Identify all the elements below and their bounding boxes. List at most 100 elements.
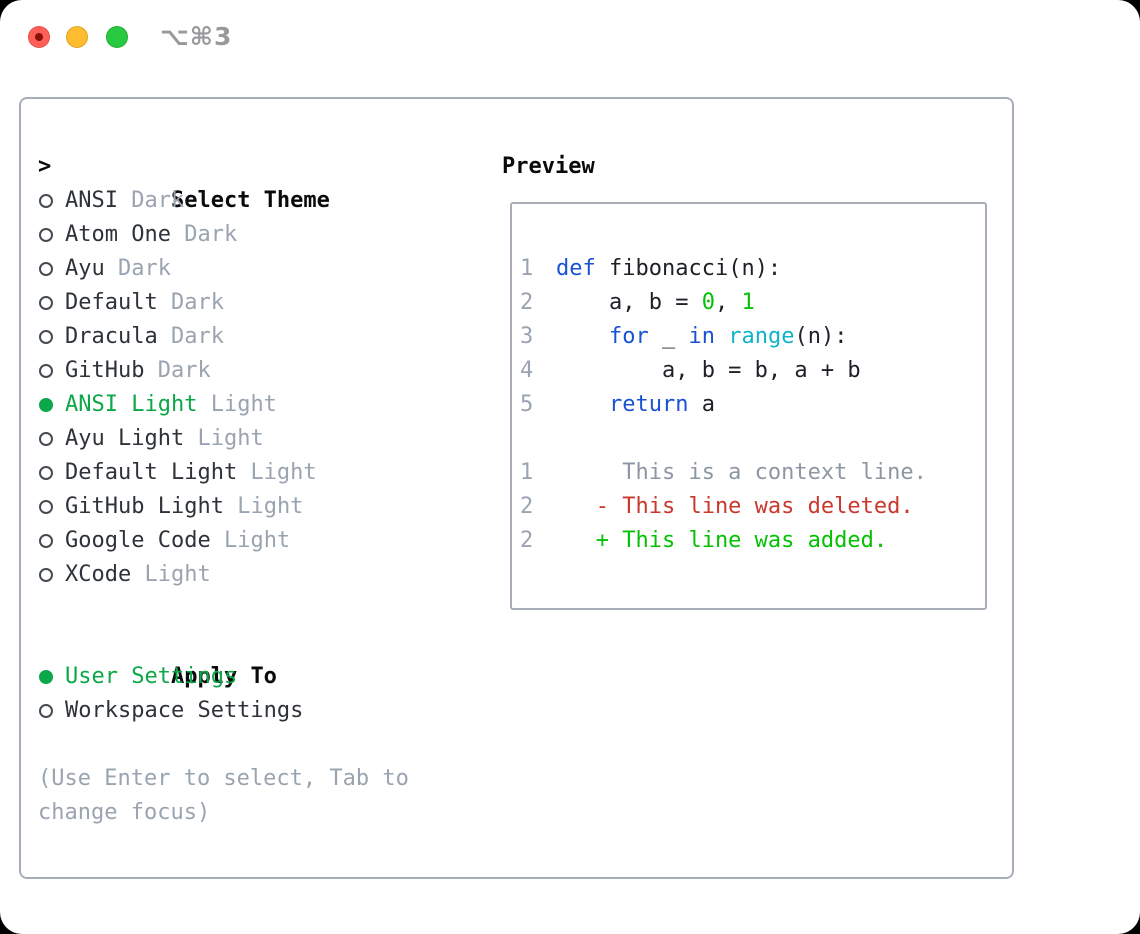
radio-selected-icon [39,670,53,684]
theme-variant-badge: Dark [184,222,238,247]
theme-option[interactable]: Ayu Dark [38,252,171,286]
theme-option[interactable]: Atom One Dark [38,218,237,252]
apply-to-title: Apply To [170,664,277,689]
theme-variant-badge: Light [210,392,277,417]
line-number: 4 [520,358,534,383]
code-segment-fg [715,324,728,349]
code-segment-fg: (n): [794,324,848,349]
line-number: 2 [520,494,534,519]
theme-name: Dracula [65,324,158,349]
theme-name: GitHub Light [65,494,224,519]
maximize-button[interactable] [106,26,128,48]
theme-name: ANSI [65,188,118,213]
window-title: ⌥⌘3 [160,22,233,51]
theme-option[interactable]: ANSI Light Light [38,388,277,422]
code-segment-kw: in [688,324,715,349]
theme-option[interactable]: Default Dark [38,286,224,320]
code-segment-num: 1 [741,290,755,315]
theme-option[interactable]: Default Light Light [38,456,317,490]
close-button[interactable] [28,26,50,48]
code-segment-ctx: This is a context line. [556,460,927,485]
theme-name: Atom One [65,222,171,247]
theme-variant-badge: Light [223,528,291,553]
preview-diff-line: 2 + This line was added. [520,524,887,558]
code-segment-fg: , [714,290,742,315]
code-segment-fn: range [728,324,795,349]
hint-line-2: change focus) [38,800,211,825]
radio-icon [39,432,53,446]
theme-option[interactable]: GitHub Dark [38,354,211,388]
preview-code-line: 2 a, b = 0, 1 [520,286,755,320]
theme-variant-badge: Light [250,460,317,485]
theme-variant-badge: Light [144,562,211,587]
minimize-button[interactable] [66,26,88,48]
apply-to-option[interactable]: User Settings [38,660,237,694]
theme-option[interactable]: GitHub Light Light [38,490,303,524]
theme-variant-badge: Dark [118,256,171,281]
radio-icon [39,568,53,582]
theme-variant-badge: Dark [170,290,224,315]
apply-to-header: Apply To [38,626,277,689]
preview-code-line: 4 a, b = b, a + b [520,354,861,388]
theme-option[interactable]: XCode Light [38,558,211,592]
theme-name: Ayu [65,256,105,281]
theme-option[interactable]: Ayu Light Light [38,422,264,456]
code-segment-kw: return [608,392,689,417]
theme-variant-badge: Light [237,494,304,519]
theme-variant-badge: Dark [131,188,185,213]
radio-selected-icon [39,398,53,412]
preview-diff-line: 1 This is a context line. [520,456,927,490]
code-segment-fg [556,392,609,417]
code-segment-del: - This line was deleted. [556,494,914,519]
radio-icon [39,364,53,378]
line-number: 1 [520,460,534,485]
theme-option[interactable]: Google Code Light [38,524,290,558]
theme-name: Ayu Light [65,426,185,451]
radio-icon [39,534,53,548]
theme-option[interactable]: ANSI Dark [38,184,184,218]
preview-code-line: 3 for _ in range(n): [520,320,847,354]
select-theme-header: >Select Theme [38,150,330,213]
radio-icon [39,500,53,514]
radio-icon [39,330,53,344]
apply-to-label: User Settings [65,664,238,689]
code-segment-fg: _ [648,324,689,349]
line-number: 1 [520,256,534,281]
theme-variant-badge: Dark [170,324,224,349]
theme-option[interactable]: Dracula Dark [38,320,224,354]
preview-code-line: 5 return a [520,388,715,422]
theme-name: ANSI Light [65,392,198,417]
line-number: 2 [520,290,534,315]
line-number: 2 [520,528,534,553]
code-segment-fg [556,324,609,349]
theme-variant-badge: Light [197,426,264,451]
theme-name: Default [65,290,158,315]
code-segment-fg: a [688,392,715,417]
close-dot-icon [35,33,43,41]
line-number: 3 [520,324,534,349]
radio-icon [39,466,53,480]
theme-name: GitHub [65,358,145,383]
theme-variant-badge: Dark [157,358,211,383]
apply-to-option[interactable]: Workspace Settings [38,694,303,728]
hint-line-1: (Use Enter to select, Tab to [38,766,409,791]
code-segment-fg: fibonacci(n): [595,256,782,281]
radio-icon [39,194,53,208]
code-segment-num: 0 [701,290,715,315]
radio-icon [39,228,53,242]
line-number: 5 [520,392,534,417]
preview-diff-line: 2 - This line was deleted. [520,490,914,524]
radio-icon [39,296,53,310]
radio-icon [39,704,53,718]
code-segment-kw: for [608,324,649,349]
selection-caret-icon: > [38,154,52,179]
preview-header: Preview [502,154,595,179]
code-segment-fg: a, b = b, a + b [556,358,861,383]
radio-icon [39,262,53,276]
apply-to-label: Workspace Settings [65,698,304,723]
